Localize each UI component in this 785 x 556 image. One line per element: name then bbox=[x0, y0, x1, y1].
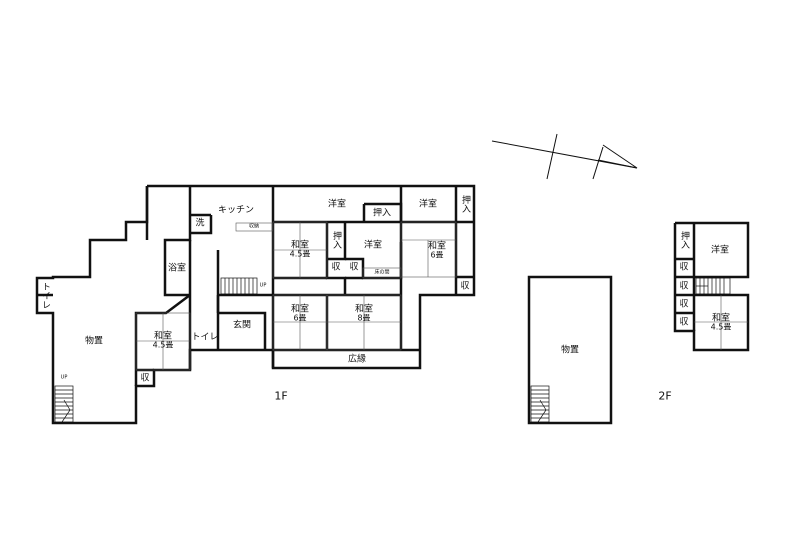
room-label-kitchen: キッチン bbox=[217, 205, 255, 216]
room-label-toilet-center: トイレ bbox=[191, 332, 219, 343]
room-label-washitsu-8: 和室 8畳 bbox=[354, 304, 374, 323]
room-size: 6畳 bbox=[293, 313, 307, 323]
room-label-oshiire-north: 押入 bbox=[372, 208, 392, 219]
stair-shed bbox=[530, 385, 550, 423]
room-label-youshitsu-north: 洋室 bbox=[327, 199, 347, 210]
shed-walls bbox=[527, 275, 613, 425]
room-size: 6畳 bbox=[430, 250, 444, 260]
room-label-oshiire-2f: 押入 bbox=[679, 231, 689, 249]
room-label-shu-b: 収 bbox=[349, 262, 359, 273]
tatami-lines-1f bbox=[135, 221, 457, 371]
room-label-oshiire-ne: 押入 bbox=[460, 195, 470, 213]
room-label-shed: 物置 bbox=[560, 345, 580, 356]
room-label-hiroen: 広縁 bbox=[347, 354, 367, 365]
room-size: 4.5畳 bbox=[289, 249, 311, 259]
room-label-washitsu-2f: 和室 4.5畳 bbox=[710, 313, 732, 332]
floor-1f-walls bbox=[35, 184, 476, 425]
floor-2f-walls bbox=[673, 221, 750, 352]
room-label-washitsu-sw: 和室 4.5畳 bbox=[152, 331, 174, 350]
room-label-shu-a: 収 bbox=[331, 262, 341, 273]
room-label-shu-2f-1: 収 bbox=[679, 262, 689, 273]
room-size: 4.5畳 bbox=[710, 322, 732, 332]
stair-1f-west bbox=[54, 385, 74, 423]
room-label-storage-small: 収納 bbox=[248, 223, 260, 230]
room-name: 和室 bbox=[290, 304, 310, 315]
room-label-washitsu-n45: 和室 4.5畳 bbox=[289, 240, 311, 259]
room-label-bath: 浴室 bbox=[167, 263, 187, 274]
room-label-washitsu-s6: 和室 6畳 bbox=[290, 304, 310, 323]
room-name: 和室 bbox=[153, 331, 173, 342]
room-label-youshitsu-mid: 洋室 bbox=[363, 240, 383, 251]
room-label-shu-2f-2: 収 bbox=[679, 281, 689, 292]
stair-2f bbox=[695, 277, 731, 295]
room-name: 和室 bbox=[427, 241, 447, 252]
room-name: 和室 bbox=[711, 313, 731, 324]
stair-1f-center bbox=[220, 277, 258, 295]
stair-label-up-center: UP bbox=[259, 282, 267, 289]
stair-label-up-west: UP bbox=[60, 374, 68, 381]
room-label-oshiire-mid: 押入 bbox=[331, 231, 341, 249]
room-label-youshitsu-ne: 洋室 bbox=[418, 199, 438, 210]
room-name: 和室 bbox=[290, 240, 310, 251]
room-label-shu-2f-4: 収 bbox=[679, 317, 689, 328]
room-label-genkan: 玄関 bbox=[232, 320, 252, 331]
room-size: 8畳 bbox=[357, 313, 371, 323]
tatami-lines-2f bbox=[694, 295, 748, 350]
room-label-youshitsu-2f: 洋室 bbox=[710, 245, 730, 256]
room-label-storage-west-closet: 収 bbox=[140, 373, 150, 384]
room-label-shu-2f-3: 収 bbox=[679, 299, 689, 310]
room-size: 4.5畳 bbox=[152, 340, 174, 350]
room-label-toilet-west: トイレ bbox=[40, 282, 50, 309]
room-label-tokonoma: 床の間 bbox=[374, 269, 390, 276]
room-label-washitsu-e6: 和室 6畳 bbox=[427, 241, 447, 260]
room-name: 和室 bbox=[354, 304, 374, 315]
room-label-shu-east: 収 bbox=[460, 281, 470, 292]
room-label-storage-west: 物置 bbox=[84, 336, 104, 347]
room-label-wash: 洗 bbox=[195, 218, 205, 229]
floor-label-2f: 2F bbox=[658, 389, 672, 403]
floor-label-1f: 1F bbox=[274, 389, 288, 403]
north-arrow-icon bbox=[491, 133, 638, 180]
